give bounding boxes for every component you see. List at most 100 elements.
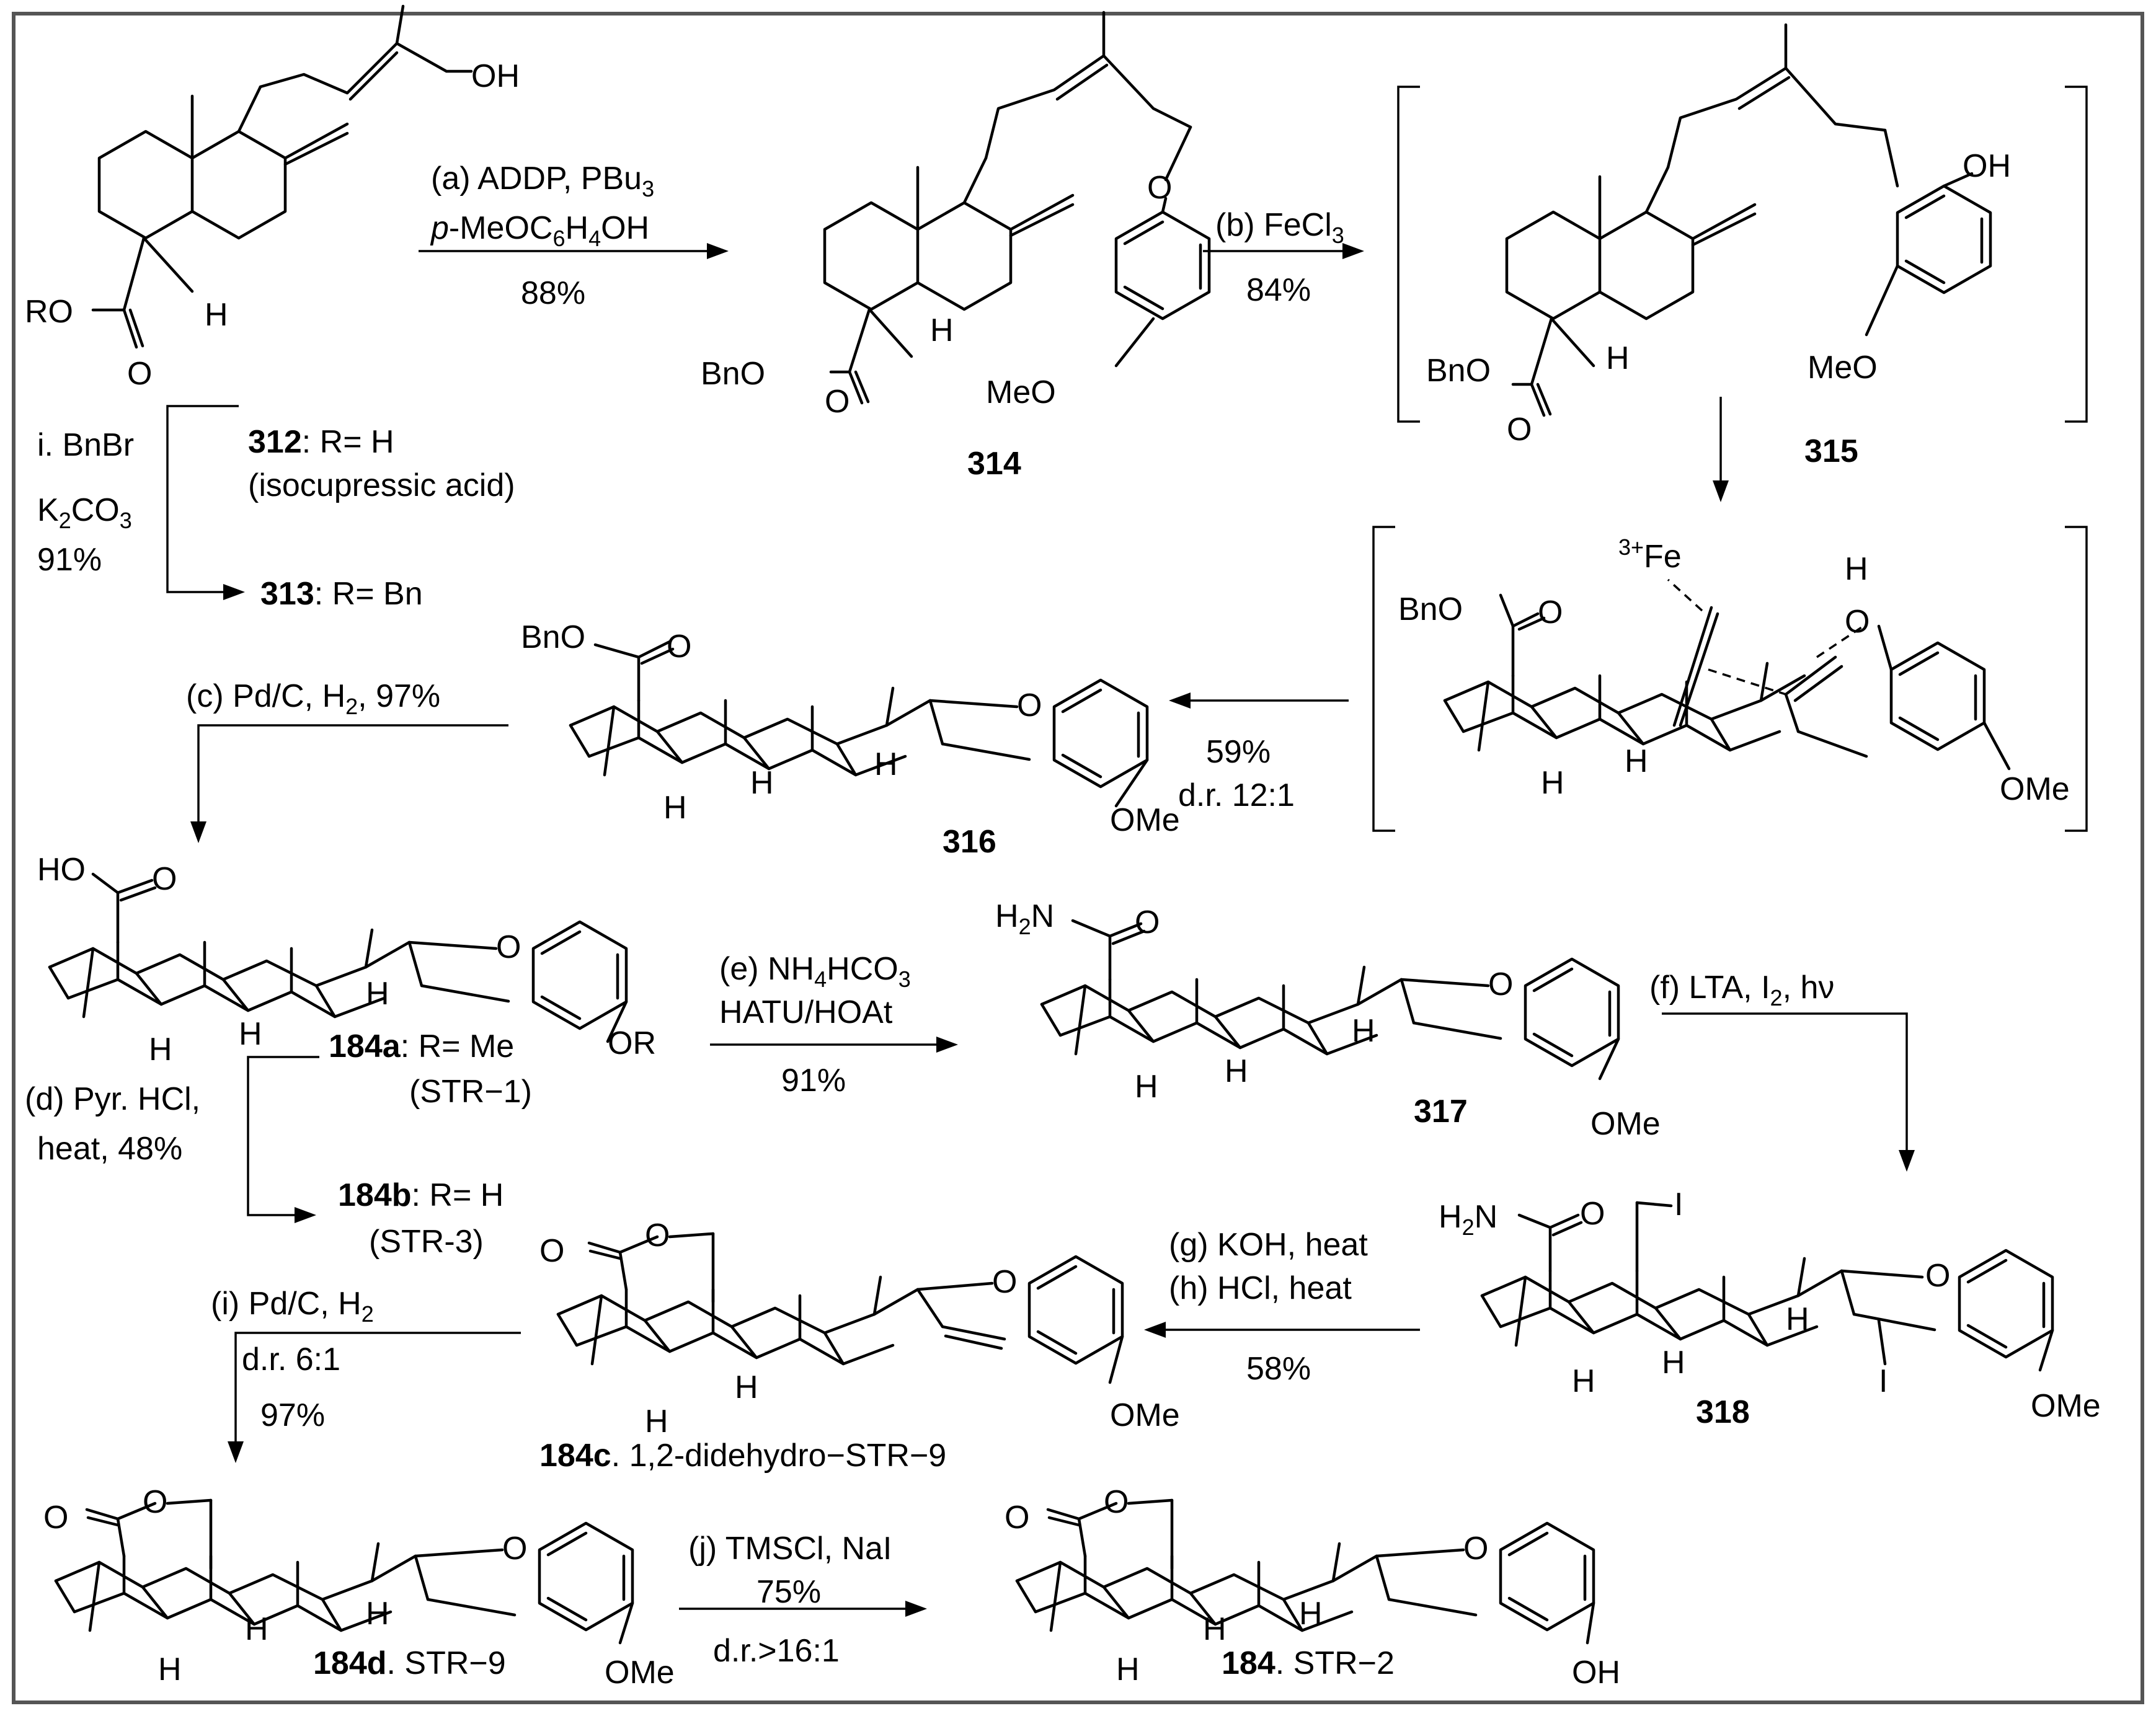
bno-label-ts: BnO [1398,591,1463,627]
carbonyl-o-314: O [825,384,850,420]
ome-label-317: OMe [1590,1106,1661,1142]
cond-e-l3: 91% [781,1063,846,1099]
carbonyl-o-184c: O [539,1233,564,1269]
bno-label-314: BnO [701,356,765,392]
ome-label-184d: OMe [605,1655,675,1691]
lactone-o-184: O [1104,1484,1129,1520]
structure-184d: O O O H H H OMe [43,1484,675,1691]
structure-184a: O HO O H H H OR [37,852,656,1068]
ho-label-184a: HO [37,852,86,888]
bno-label-316: BnO [521,619,585,655]
meo-label-314: MeO [986,374,1056,410]
h-label-316-3: H [874,746,898,782]
structure-315: OH BnO O H MeO [1426,23,2011,448]
ring-o-184a: O [496,929,521,965]
cond-a-l1: (a) ADDP, PBu3 [431,161,654,201]
cond-i-l1: i. BnBr [37,427,134,463]
cond-fe-l1: 59% [1206,734,1271,770]
ring-o-318: O [1925,1258,1950,1294]
carbonyl-o-316: O [667,629,691,665]
compound-315-label: 315 [1804,433,1858,469]
bracket-right-ts [2065,526,2088,832]
ro-label-312: RO [25,294,73,330]
h-label-184-3: H [1299,1596,1323,1632]
compound-184a-note: (STR−1) [409,1074,532,1110]
ring-o-184: O [1463,1531,1488,1567]
h-label-184c-1: H [645,1404,668,1440]
ring-o-316: O [1017,688,1042,723]
structure-fe-intermediate: 3+Fe O H BnO O H H OMe [1398,534,2070,807]
h-label-184-1: H [1116,1652,1140,1687]
structure-318: O H2N O I I H H H OMe [1439,1187,2101,1424]
carbonyl-o-318: O [1580,1196,1605,1232]
h-label-316-2: H [750,765,774,801]
cond-j-l3: d.r.>16:1 [713,1633,840,1669]
structure-184: O O O H H H OH [1005,1484,1620,1691]
bracket-left-ts [1372,526,1395,832]
carbonyl-o-312: O [127,356,152,392]
compound-317-label: 317 [1414,1094,1468,1130]
cond-gh-l1: (g) KOH, heat [1169,1227,1368,1263]
ring-o-184d: O [502,1531,527,1567]
compound-312-note: (isocupressic acid) [248,467,515,503]
h-label-184d-2: H [245,1611,268,1647]
h-label-184d-1: H [158,1652,182,1687]
arrow-step-d [247,1056,319,1216]
phenol-o-ts: O [1845,604,1870,640]
carbonyl-o-184a: O [152,861,177,897]
cond-j-l2: 75% [756,1574,821,1610]
or-label-184a: OR [608,1025,656,1061]
h-label-ts-1: H [1541,765,1564,801]
cond-d-l1: (d) Pyr. HCl, [25,1081,200,1117]
cond-ii-l2: d.r. 6:1 [242,1342,340,1378]
amide-n-317: H2N [995,898,1054,939]
ring-o-184c: O [992,1264,1017,1300]
h-label-184a-1: H [149,1032,172,1068]
arrow-step-i [166,405,239,593]
compound-184a-label: 184a: R= Me [329,1028,514,1064]
cond-i-l3: 91% [37,542,102,578]
phenol-h-ts: H [1845,551,1868,587]
arrow-step-f [1662,1012,1908,1153]
h-label-315: H [1606,340,1630,376]
structure-314: O BnO O H MeO [701,11,1209,420]
cond-e-l2: HATU/HOAt [719,994,893,1030]
carbonyl-o-184: O [1005,1500,1029,1536]
fe-label: 3+Fe [1618,534,1682,575]
h-label-184d-3: H [366,1596,389,1632]
h-label-184a-2: H [239,1016,262,1052]
compound-312-label: 312: R= H [248,424,394,460]
h-label-318-1: H [1572,1363,1595,1399]
cond-c-l1: (c) Pd/C, H2, 97% [186,678,440,719]
cond-j-l1: (j) TMSCl, NaI [688,1531,892,1567]
h-label-317-3: H [1352,1013,1375,1049]
h-label-317-1: H [1135,1069,1158,1105]
compound-184b-label: 184b: R= H [338,1177,504,1213]
cond-i-l2: K2CO3 [37,492,132,533]
cond-a-l2: p-MeOC6H4OH [430,210,649,251]
cond-fe-l2: d.r. 12:1 [1178,777,1295,813]
compound-184d-label: 184d. STR−9 [313,1645,506,1681]
scheme-border [12,12,2144,1704]
structure-316: O BnO O H H H OMe [521,619,1180,838]
cond-d-l2: heat, 48% [37,1131,182,1167]
carbonyl-o-317: O [1135,904,1160,940]
h-label-316-1: H [663,790,687,826]
structure-317: O H2N O H H H OMe [995,898,1661,1142]
compound-314-label: 314 [967,446,1021,482]
structure-312: OH RO O H [25,4,520,392]
cond-b-l2: 84% [1246,272,1311,308]
bracket-left-315 [1397,86,1420,423]
oh-label-184: OH [1572,1655,1620,1691]
carbonyl-o-184d: O [43,1500,68,1536]
h-label-318-2: H [1662,1345,1685,1381]
phenol-oh-315: OH [1963,148,2011,184]
carbonyl-o-ts: O [1538,595,1563,630]
ome-label-318: OMe [2031,1388,2101,1424]
iodo-label-318-1: I [1674,1187,1683,1223]
carbonyl-o-315: O [1507,412,1532,448]
compound-316-label: 316 [943,824,996,860]
ring-o-317: O [1488,966,1513,1002]
compound-184-label: 184. STR−2 [1222,1645,1395,1681]
ome-label-ts: OMe [2000,771,2070,807]
